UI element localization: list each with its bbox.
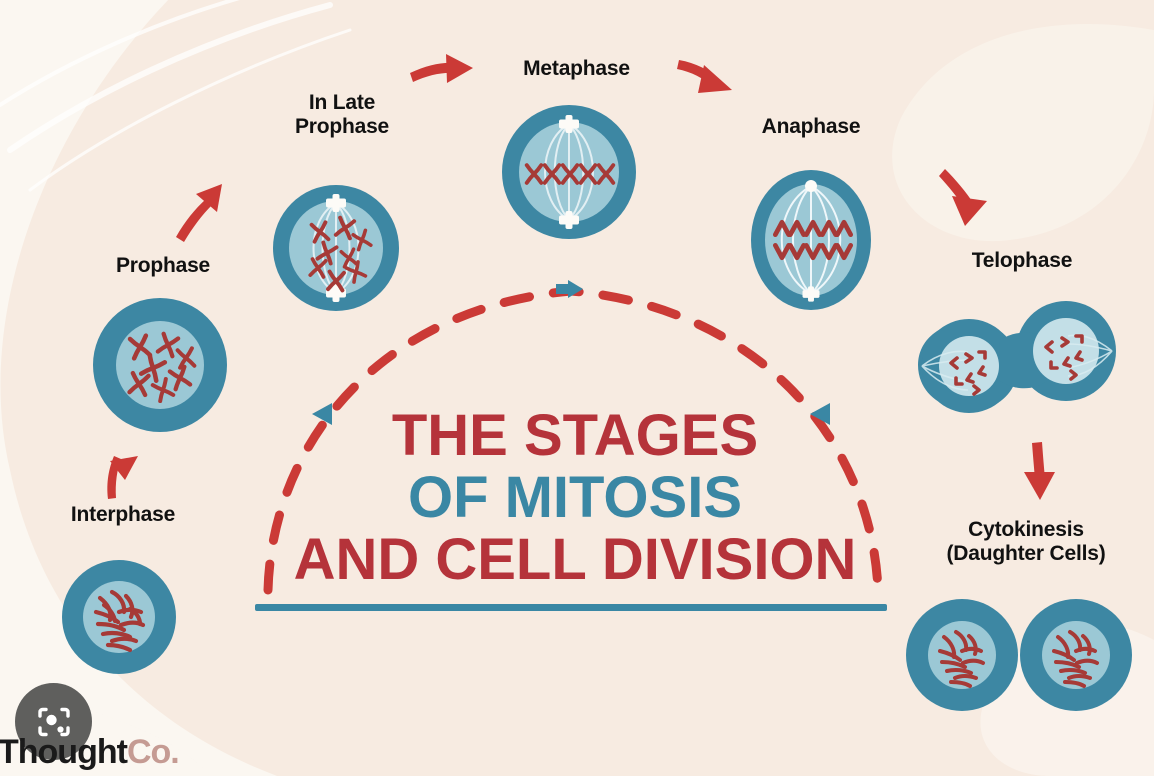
title-line-1: THE STAGES xyxy=(391,403,759,468)
cell-metaphase xyxy=(502,105,636,239)
arrow-prophase-to-late-prophase xyxy=(176,184,222,242)
cell-cytokinesis xyxy=(906,599,1132,711)
arrow-anaphase-to-telophase xyxy=(939,169,987,226)
arrow-late-prophase-to-metaphase xyxy=(410,54,473,83)
logo-text-co: Co. xyxy=(126,733,180,771)
title-line-2: OF MITOSIS xyxy=(407,465,743,530)
arrow-telophase-to-cytokinesis xyxy=(1024,442,1055,500)
logo-text-thought: Thought xyxy=(0,733,128,771)
cell-telophase xyxy=(918,301,1116,413)
arc-top-blue-arrow xyxy=(556,280,583,298)
page-title: THE STAGES OF MITOSIS AND CELL DIVISION xyxy=(255,405,895,591)
cell-anaphase xyxy=(751,170,871,310)
arrow-interphase-to-prophase xyxy=(107,456,138,499)
title-underline xyxy=(255,604,887,611)
google-lens-button[interactable] xyxy=(15,683,92,760)
arrow-metaphase-to-anaphase xyxy=(677,60,732,93)
cell-interphase xyxy=(62,560,176,674)
thoughtco-logo[interactable]: ThoughtCo. xyxy=(0,733,180,772)
cell-late-prophase xyxy=(273,185,399,311)
arc-marker-left xyxy=(312,403,332,425)
lens-camera-icon xyxy=(37,707,70,736)
cell-prophase xyxy=(93,298,227,432)
cell-cycle-arc xyxy=(263,280,883,595)
title-line-3: AND CELL DIVISION xyxy=(293,527,857,592)
arc-marker-right xyxy=(810,403,830,425)
